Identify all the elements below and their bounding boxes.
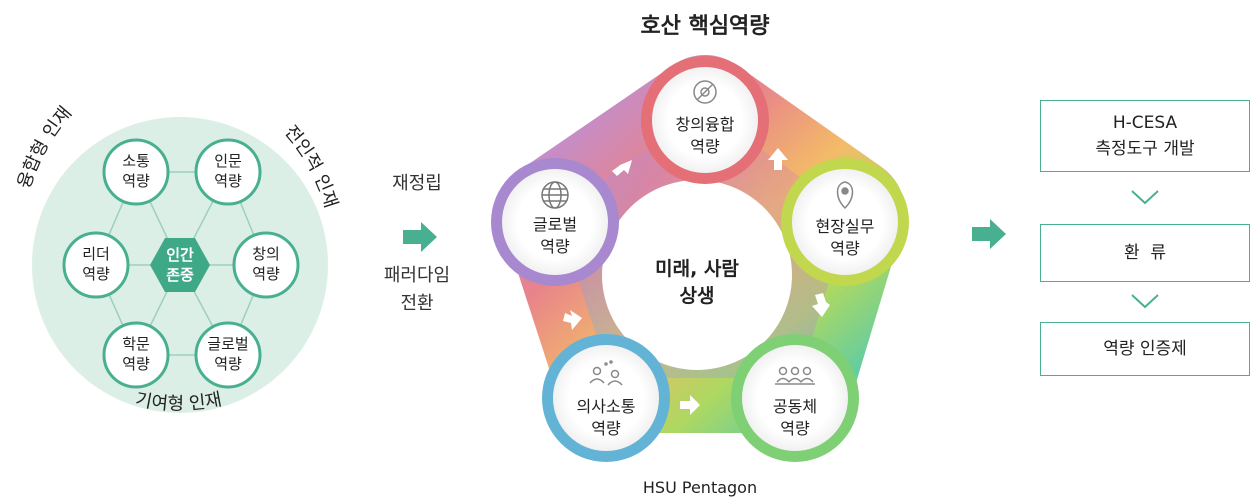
pentagon-node-label: 공동체: [773, 397, 817, 416]
node-label-line2: 역량: [252, 265, 280, 283]
pentagon-center-line2: 상생: [680, 285, 715, 307]
node-label-line2: 역량: [122, 172, 150, 190]
arrow-right-icon: [403, 222, 437, 252]
node-community: [731, 334, 859, 462]
node-field-practice: [781, 158, 909, 286]
node-label-line2: 역량: [122, 355, 150, 373]
gear-pencil-icon: [693, 80, 717, 104]
node-leader: 리더 역량: [62, 231, 130, 299]
pentagon-footer: HSU Pentagon: [642, 478, 758, 497]
pentagon-node-label: 역량: [690, 137, 720, 156]
pentagon-node-label: 역량: [780, 419, 810, 438]
center-label-line1: 인간: [166, 246, 194, 264]
pentagon-center-disc: [602, 180, 792, 370]
paradigm-shift-line2: 전환: [400, 293, 434, 314]
node-communication: 소통 역량: [102, 138, 170, 206]
pentagon-node-label: 글로벌: [533, 215, 577, 234]
flow-box-hcesa-line1: H-CESA: [1112, 113, 1178, 133]
center-label-line2: 존중: [166, 266, 194, 284]
node-humanities: 인문 역량: [194, 138, 262, 206]
flow-box-certification: 역량 인증제: [1040, 322, 1250, 376]
node-label-line2: 역량: [214, 355, 242, 373]
flow-box-feedback: 환 류: [1040, 224, 1250, 282]
pentagon-center-line1: 미래, 사람: [655, 258, 739, 280]
node-creative-convergence: [641, 56, 769, 184]
node-communication-pentagon: [542, 334, 670, 462]
flow-box-hcesa: H-CESA 측정도구 개발: [1040, 100, 1250, 172]
node-label-line1: 인문: [214, 152, 242, 170]
node-global-pentagon: [491, 158, 619, 286]
node-label-line2: 역량: [214, 172, 242, 190]
conversation-people-icon: [589, 360, 623, 386]
pentagon-title: 호산 핵심역량: [640, 14, 770, 39]
center-hexagon: [150, 238, 210, 292]
node-label-line1: 리더: [82, 245, 110, 263]
flow-arrow-icon: [812, 293, 830, 317]
paradigm-shift-label: 패러다임 전환: [372, 262, 462, 318]
human-respect-diagram: 인간 존중 소통 역량 인문 역량 창의 역량 글로벌 역량 학문 역량 리더 …: [14, 103, 341, 415]
flow-arrow-icon: [612, 160, 632, 176]
pentagon-node-label: 역량: [591, 419, 621, 438]
node-academic: 학문 역량: [102, 321, 170, 389]
node-label-line1: 학문: [122, 335, 150, 353]
flow-box-certification-label: 역량 인증제: [1103, 339, 1187, 359]
hsu-pentagon-diagram: 미래, 사람 상생: [491, 55, 909, 462]
redefine-label: 재정립: [392, 173, 442, 194]
node-label-line1: 글로벌: [207, 335, 248, 353]
globe-icon: [541, 181, 569, 209]
flow-arrow-icon: [680, 395, 700, 415]
paradigm-shift-line1: 패러다임: [383, 265, 451, 286]
node-label-line1: 소통: [122, 152, 150, 170]
flow-arrow-icon: [768, 148, 788, 170]
node-label-line1: 창의: [252, 245, 280, 263]
pentagon-node-label: 역량: [540, 237, 570, 256]
location-pin-icon: [836, 181, 854, 210]
arrow-right-icon: [972, 219, 1006, 249]
pentagon-node-label: 창의융합: [676, 115, 735, 134]
node-label-line2: 역량: [82, 265, 110, 283]
pentagon-node-label: 역량: [830, 239, 860, 258]
flow-box-hcesa-line2: 측정도구 개발: [1095, 139, 1195, 159]
group-people-icon: [775, 366, 815, 385]
pentagon-node-label: 현장실무: [816, 217, 875, 236]
pentagon-node-label: 의사소통: [577, 397, 636, 416]
flow-arrow-icon: [563, 310, 582, 330]
node-global: 글로벌 역량: [194, 321, 262, 389]
node-creativity: 창의 역량: [232, 231, 300, 299]
chevron-down-icon: [1131, 190, 1159, 205]
chevron-down-icon: [1131, 294, 1159, 309]
flow-box-feedback-label: 환 류: [1123, 243, 1167, 263]
